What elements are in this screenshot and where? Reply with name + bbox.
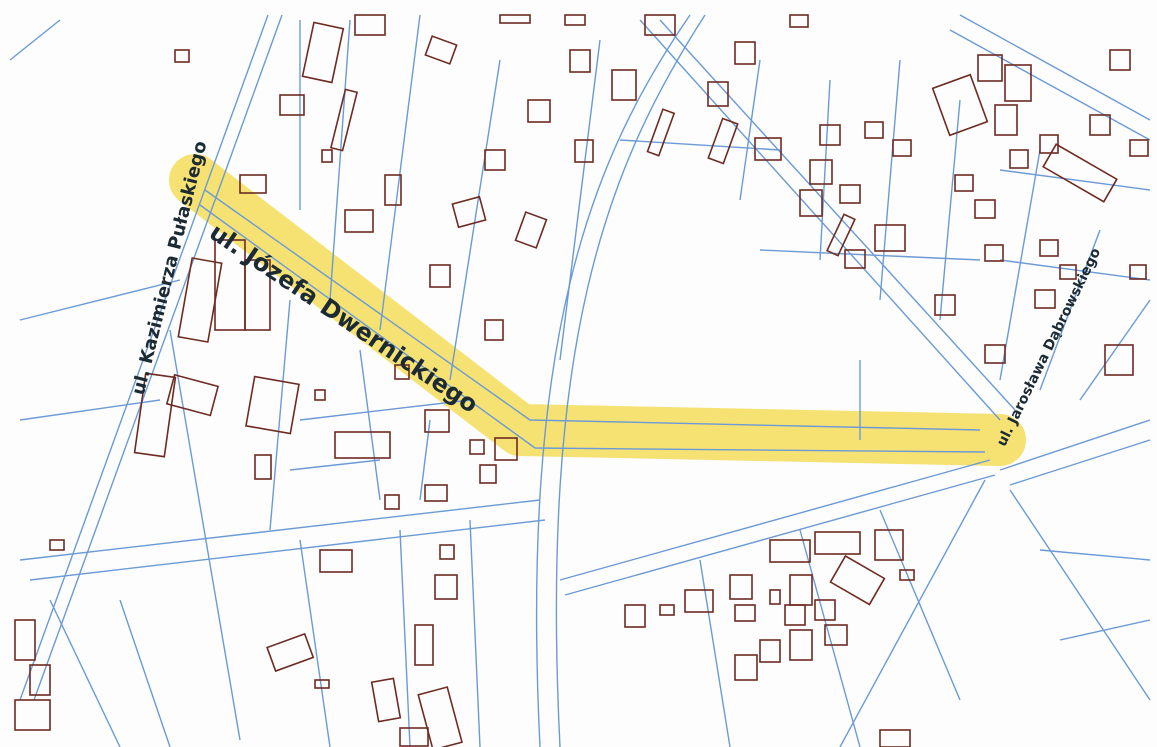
parcel-lines xyxy=(9,14,1151,747)
building-outlines xyxy=(14,14,1149,747)
street-highlight xyxy=(169,154,1026,466)
